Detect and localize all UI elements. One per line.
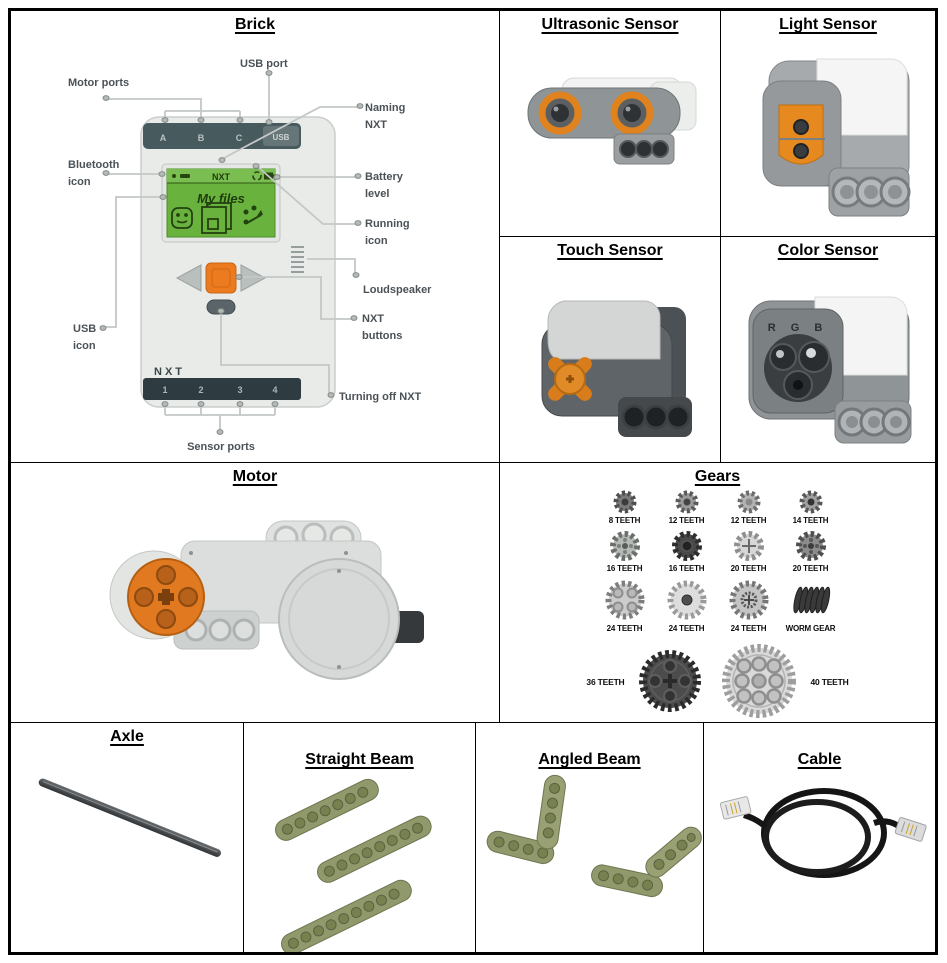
axle-title: Axle	[110, 728, 144, 745]
touch-button	[548, 357, 592, 401]
cable-image	[719, 788, 927, 878]
label-motor-ports: Motor ports	[68, 77, 130, 89]
loudspeaker-grill	[291, 246, 304, 273]
label-battery-level: Battery level	[365, 171, 403, 201]
obtuse-beam	[591, 826, 702, 898]
ultrasonic-sensor-image	[527, 77, 697, 165]
label-running-icon: Running icon	[365, 218, 410, 248]
gear-12t-b	[737, 490, 760, 514]
gears-title: Gears	[694, 468, 741, 485]
axle-image	[38, 778, 222, 857]
svg-text:R G B: R G B	[768, 322, 829, 334]
parts-table: Brick A B C USB NXT	[8, 8, 938, 955]
program-icon	[243, 205, 263, 225]
cell-touch-sensor: Touch Sensor	[499, 236, 721, 463]
touch-sensor-image	[541, 300, 692, 437]
label-naming-nxt: Naming NXT	[365, 102, 406, 132]
beam-2	[317, 815, 432, 883]
svg-text:NXT: NXT	[154, 366, 185, 378]
motor-port-strip	[143, 123, 301, 149]
cell-straight-beam: Straight Beam	[243, 722, 476, 953]
light-sensor-image	[762, 58, 911, 217]
cell-color-sensor: Color Sensor R G B	[720, 236, 936, 463]
motor-hub	[127, 558, 205, 636]
callout-lines	[105, 75, 358, 430]
motor-image	[109, 520, 424, 680]
gear-24t-c	[729, 580, 768, 620]
svg-text:2: 2	[198, 385, 203, 395]
left-arrow-button	[175, 264, 202, 292]
nxt-brick-diagram: A B C USB NXT My files	[99, 70, 364, 435]
svg-text:B: B	[198, 133, 205, 143]
cable-connector-left	[719, 796, 752, 820]
svg-text:USB: USB	[273, 133, 290, 142]
svg-text:1: 1	[162, 385, 167, 395]
brick-title: Brick	[234, 16, 276, 33]
svg-text:3: 3	[237, 385, 242, 395]
label-loudspeaker: Loudspeaker	[363, 284, 432, 296]
gear-16t-a	[609, 531, 640, 561]
gear-16t-b	[671, 531, 702, 561]
label-nxt-buttons: NXT buttons	[362, 313, 403, 343]
callout-pins	[99, 70, 364, 435]
cell-angled-beam: Angled Beam	[475, 722, 704, 953]
angled-beam-title: Angled Beam	[538, 751, 641, 768]
gear-40t	[721, 644, 796, 718]
svg-text:A: A	[160, 133, 167, 143]
brick-body	[140, 116, 336, 408]
enter-button	[205, 262, 237, 294]
worm-gear	[792, 586, 830, 614]
usb-status-icon	[180, 174, 190, 178]
label-usb-icon: USB icon	[73, 323, 97, 353]
straight-beam-title: Straight Beam	[305, 751, 414, 768]
light-title: Light Sensor	[779, 16, 877, 33]
label-turning-off-nxt: Turning off NXT	[339, 391, 422, 403]
cell-motor: Motor	[10, 462, 500, 723]
touch-title: Touch Sensor	[557, 242, 663, 259]
files-icon	[201, 202, 232, 234]
cable-connector-right	[894, 817, 927, 842]
running-icon	[252, 171, 262, 181]
label-usb-port: USB port	[240, 58, 288, 70]
ultrasonic-title: Ultrasonic Sensor	[541, 16, 679, 33]
cell-light-sensor: Light Sensor	[720, 10, 936, 237]
cable-title: Cable	[797, 751, 842, 768]
sensor-port-strip	[143, 378, 301, 400]
angled-beam-image	[486, 774, 702, 898]
svg-text:C: C	[236, 133, 243, 143]
svg-text:4: 4	[272, 385, 277, 395]
beam-1	[275, 778, 379, 841]
usb-port-block	[263, 126, 299, 146]
l-beam	[486, 774, 566, 865]
gear-14t	[799, 490, 822, 514]
gear-24t-a	[605, 580, 644, 620]
label-bluetooth-icon: Bluetooth icon	[68, 159, 120, 189]
beam-3	[281, 879, 412, 952]
gears-diagram: 8 TEETH 12 TEETH 12 TEETH 14 TEETH 16 TE…	[500, 489, 935, 722]
cell-gears: Gears 8 TEETH 12 TEETH 12 TEETH 14 TEETH…	[499, 462, 936, 723]
svg-text:NXT: NXT	[212, 172, 231, 182]
screen-statusbar	[167, 169, 275, 183]
gear-36t	[638, 650, 701, 712]
cell-axle: Axle	[10, 722, 244, 953]
gear-20t-a	[733, 531, 764, 561]
minifig-icon	[171, 207, 193, 229]
label-sensor-ports: Sensor ports	[187, 441, 255, 453]
color-sensor-image: R G B	[748, 296, 912, 444]
gear-24t-b	[667, 580, 706, 620]
bluetooth-icon	[172, 174, 176, 178]
cell-cable: Cable	[703, 722, 936, 953]
gear-40t-label: 40 TEETH	[810, 676, 849, 687]
gear-20t-b	[795, 531, 826, 561]
gear-8t	[613, 490, 636, 514]
color-title: Color Sensor	[777, 242, 879, 259]
cell-ultrasonic-sensor: Ultrasonic Sensor	[499, 10, 721, 237]
gear-36t-label: 36 TEETH	[586, 676, 625, 687]
motor-title: Motor	[232, 468, 278, 485]
straight-beam-image	[275, 778, 432, 952]
gear-12t-a	[675, 490, 698, 514]
cell-brick: Brick A B C USB NXT	[10, 10, 500, 463]
